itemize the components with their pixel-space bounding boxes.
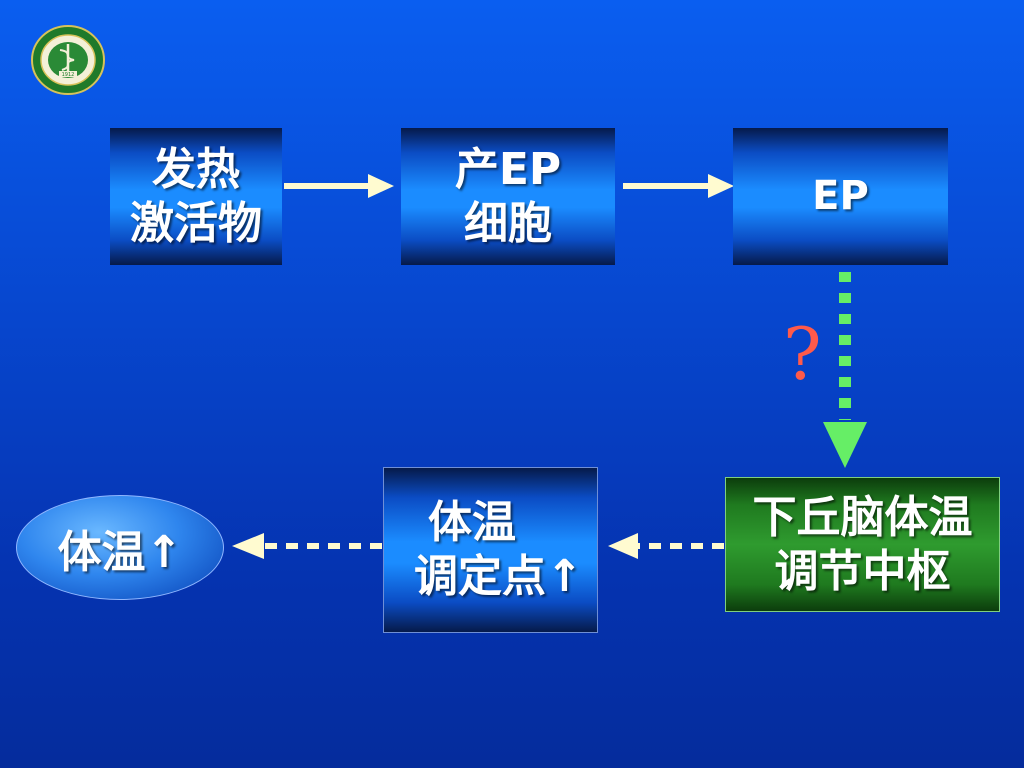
svg-text:1912: 1912 <box>62 72 75 78</box>
node-ep-producing-cell: 产EP 细胞 <box>401 128 615 265</box>
node-body-temperature: 体温↑ <box>16 495 224 600</box>
node-pyrogen-line1: 发热 <box>152 143 240 195</box>
university-logo-icon: 1912 <box>31 25 105 95</box>
arrow-center-to-setpoint <box>608 533 724 559</box>
node-hypothalamic-center: 下丘脑体温 调节中枢 <box>725 477 1000 612</box>
node-center-line1: 下丘脑体温 <box>752 491 973 543</box>
arrow-ep-to-center <box>823 272 867 468</box>
node-setpoint-line1: 体温 <box>428 497 516 549</box>
arrow-pyrogen-to-cell <box>284 174 394 198</box>
arrow-setpoint-to-temperature <box>232 533 382 559</box>
node-ep-line1: EP <box>812 173 869 219</box>
node-center-line2: 调节中枢 <box>774 545 951 597</box>
node-pyrogen-line2: 激活物 <box>130 197 262 249</box>
node-ep-cell-line2: 细胞 <box>464 197 552 249</box>
question-mark: ? <box>783 312 822 396</box>
node-ep: EP <box>733 128 948 265</box>
node-pyrogen: 发热 激活物 <box>110 128 282 265</box>
node-setpoint-line2: 调定点↑ <box>414 551 583 602</box>
node-ep-cell-line1: 产EP <box>454 143 562 195</box>
node-temperature-line1: 体温↑ <box>57 526 183 578</box>
arrow-cell-to-ep <box>623 174 734 198</box>
node-set-point: 体温 调定点↑ <box>383 467 598 633</box>
